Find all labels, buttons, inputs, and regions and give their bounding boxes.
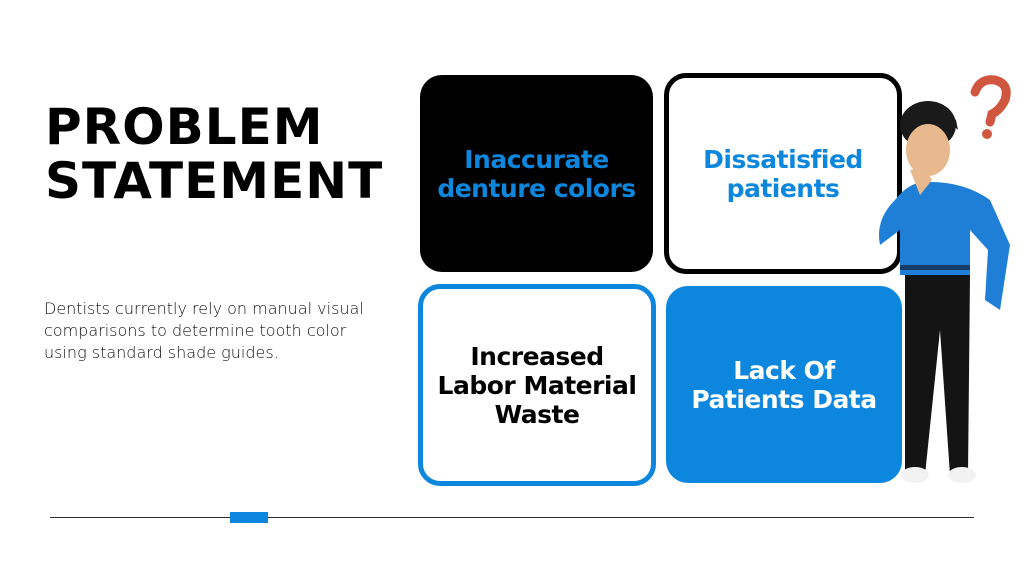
card-lack-of-data: Lack Of Patients Data [666, 286, 902, 483]
card-labor-waste: Increased Labor Material Waste [418, 284, 656, 486]
title-line-1: PROBLEM [45, 98, 324, 156]
card-inaccurate-colors: Inaccurate denture colors [420, 75, 653, 272]
footer-accent-bar [230, 512, 268, 523]
thinking-person-illustration [879, 75, 1011, 483]
card-dissatisfied-patients: Dissatisfied patients [664, 73, 902, 274]
page-title: PROBLEM STATEMENT [45, 100, 383, 208]
title-line-2: STATEMENT [45, 152, 384, 210]
description: Dentists currently rely on manual visual… [44, 299, 364, 362]
question-mark-icon [970, 75, 1011, 139]
footer-divider [50, 517, 974, 518]
